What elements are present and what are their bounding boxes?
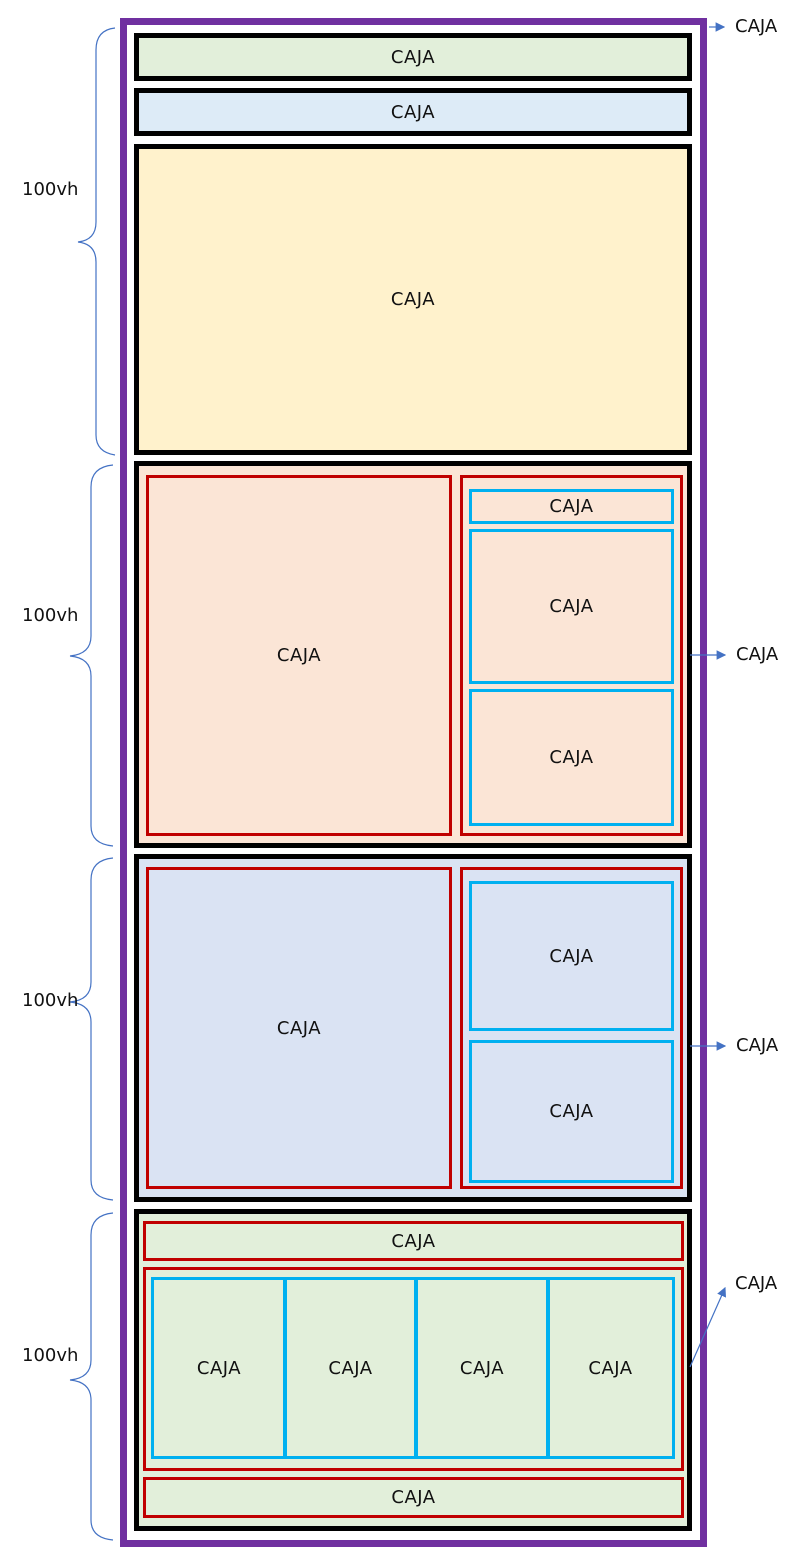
section-a-right-box-1: CAJA bbox=[469, 489, 674, 524]
brace-1 bbox=[77, 27, 116, 456]
hero-box-label: CAJA bbox=[390, 289, 436, 310]
section-a-right-column bbox=[460, 475, 683, 836]
section-c-card-2-label: CAJA bbox=[328, 1357, 373, 1379]
brace-1-label: 100vh bbox=[22, 179, 79, 200]
section-b-right-box-1: CAJA bbox=[469, 881, 674, 1031]
nav-box-label: CAJA bbox=[390, 101, 436, 123]
section-a-right-box-3-label: CAJA bbox=[549, 747, 594, 768]
section-a-label: CAJA bbox=[736, 644, 779, 665]
section-c-top-label: CAJA bbox=[391, 1230, 436, 1252]
section-c-card-4: CAJA bbox=[546, 1277, 675, 1459]
section-c-card-row bbox=[143, 1267, 684, 1471]
section-c-bottom-bar: CAJA bbox=[143, 1477, 684, 1518]
brace-2-label: 100vh bbox=[22, 605, 79, 626]
section-a-left-column: CAJA bbox=[146, 475, 452, 836]
section-a-right-box-3: CAJA bbox=[469, 689, 674, 826]
section-b-left-label: CAJA bbox=[276, 1017, 322, 1039]
header-box-label: CAJA bbox=[390, 46, 436, 68]
section-b-right-box-2: CAJA bbox=[469, 1040, 674, 1183]
section-b-right-box-1-label: CAJA bbox=[549, 945, 594, 967]
arrow-section-c bbox=[689, 1286, 726, 1368]
hero-box: CAJA bbox=[134, 144, 692, 455]
section-c-top-bar: CAJA bbox=[143, 1221, 684, 1261]
section-b-right-column bbox=[460, 867, 683, 1189]
section-a-right-box-2: CAJA bbox=[469, 529, 674, 684]
section-c-label: CAJA bbox=[735, 1273, 778, 1294]
section-c-card-1-label: CAJA bbox=[196, 1357, 242, 1379]
outer-container-label: CAJA bbox=[735, 16, 778, 37]
header-box: CAJA bbox=[134, 33, 692, 81]
section-a bbox=[134, 461, 692, 848]
section-a-right-box-2-label: CAJA bbox=[549, 596, 594, 617]
section-a-right-box-1-label: CAJA bbox=[549, 496, 594, 517]
outer-container bbox=[120, 18, 707, 1547]
nav-box: CAJA bbox=[134, 88, 692, 136]
brace-3-label: 100vh bbox=[22, 990, 79, 1011]
section-b-right-box-2-label: CAJA bbox=[549, 1101, 594, 1122]
section-c-bottom-label: CAJA bbox=[391, 1487, 436, 1508]
brace-4 bbox=[69, 1212, 114, 1541]
brace-2 bbox=[69, 464, 114, 847]
section-b-left-column: CAJA bbox=[146, 867, 452, 1189]
brace-4-label: 100vh bbox=[22, 1345, 79, 1366]
section-b-label: CAJA bbox=[736, 1035, 779, 1056]
section-c-card-3-label: CAJA bbox=[459, 1357, 505, 1379]
brace-3 bbox=[69, 857, 114, 1201]
section-a-left-label: CAJA bbox=[276, 645, 322, 666]
section-c-card-4-label: CAJA bbox=[588, 1357, 633, 1379]
